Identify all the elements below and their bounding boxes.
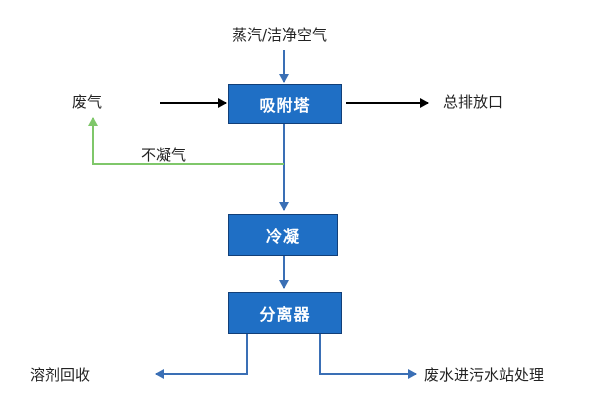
label-waste-gas: 废气 (72, 93, 103, 111)
label-steam-clean-air: 蒸汽/洁净空气 (232, 26, 328, 44)
condenser-box: 冷凝 (228, 214, 338, 256)
label-non-condensable: 不凝气 (141, 146, 187, 164)
label-wastewater-treatment: 废水进污水站处理 (424, 366, 545, 384)
label-outlet: 总排放口 (443, 93, 504, 111)
label-solvent-recovery: 溶剂回收 (30, 366, 91, 384)
absorber-box: 吸附塔 (228, 84, 342, 124)
arrow-separator-to-wastewater (319, 334, 417, 379)
arrow-noncondensable-recycle (88, 117, 284, 165)
separator-box: 分离器 (228, 292, 342, 334)
arrow-separator-to-solvent (155, 334, 248, 379)
